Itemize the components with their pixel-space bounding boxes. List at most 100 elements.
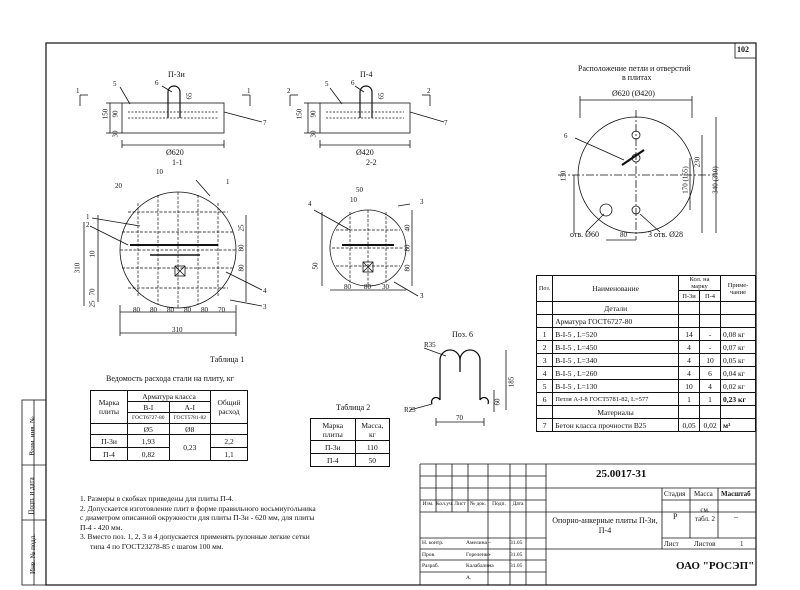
table1-cell: 1,93 bbox=[127, 434, 170, 448]
signature: ~ bbox=[488, 551, 491, 558]
person-name: Гореленко bbox=[466, 551, 490, 558]
spec-h-p4: П-4 bbox=[699, 290, 721, 302]
dim: 90 bbox=[111, 110, 120, 118]
dim: 80 bbox=[403, 244, 412, 252]
table1-caption: Таблица 1 bbox=[210, 355, 245, 364]
stage-value: Р bbox=[673, 512, 678, 521]
note-line: 2. Допускается изготовление плит в форме… bbox=[80, 503, 316, 513]
person-role: Разраб. bbox=[422, 563, 440, 569]
spec-cell: Бетон класса прочности В25 bbox=[552, 418, 679, 432]
dim: 10 bbox=[156, 168, 163, 176]
spec-cell: 0,23 кг bbox=[720, 392, 756, 406]
table2-cell: П-3и bbox=[310, 440, 356, 454]
dim: 50 bbox=[311, 262, 320, 270]
titleblock-col: Дата bbox=[512, 501, 524, 507]
dim: 80 bbox=[150, 306, 157, 314]
callout: 3 bbox=[420, 292, 424, 300]
mass-value: см. табл. 2 bbox=[694, 506, 716, 523]
dim: 80 bbox=[184, 306, 191, 314]
signature: ~ bbox=[488, 563, 491, 569]
callout: 5 bbox=[325, 80, 329, 88]
section-label-1-1: 1-1 bbox=[172, 158, 183, 167]
dim: 80 bbox=[133, 306, 140, 314]
loop-title: Поз. 6 bbox=[452, 330, 473, 339]
spec-cell: 1 bbox=[535, 327, 554, 341]
h-stage: Стадия bbox=[664, 490, 686, 498]
titleblock-col: Кол.уч. bbox=[436, 501, 454, 507]
dim: 150 bbox=[101, 108, 110, 120]
table1-h-marka: Марка плиты bbox=[90, 390, 128, 424]
scale-value: – bbox=[734, 512, 738, 521]
section-1-1 bbox=[83, 179, 263, 336]
callout: 6 bbox=[351, 79, 355, 87]
table1-title: Ведомость расхода стали на плиту, кг bbox=[106, 374, 234, 383]
spec-cell: В-I-5 , L=130 bbox=[552, 379, 679, 393]
spec-cell: 3 bbox=[535, 353, 554, 367]
note-line: П-4 - 420 мм. bbox=[80, 522, 123, 532]
callout: 7 bbox=[444, 119, 448, 127]
note-line: типа 4 по ГОСТ23278-85 с шагом 100 мм. bbox=[90, 541, 224, 551]
dim: 80 bbox=[620, 231, 627, 239]
dim: 40 bbox=[403, 224, 412, 232]
dim: 10 bbox=[350, 196, 357, 204]
cut-mark: 2 bbox=[287, 87, 291, 95]
spec-cell: 4 bbox=[699, 379, 721, 393]
person-role: Пров. bbox=[422, 551, 436, 558]
table2-cell: П-4 bbox=[310, 453, 356, 467]
note-line: 1. Размеры в скобках приведены для плиты… bbox=[80, 494, 234, 503]
spec-cell: 0,05 кг bbox=[720, 353, 756, 367]
dim: R25 bbox=[404, 406, 416, 414]
sheet-number: 102 bbox=[737, 45, 749, 54]
dim: 80 bbox=[201, 306, 208, 314]
spec-cell: 4 bbox=[678, 366, 700, 380]
person-role: Н. контр. bbox=[422, 540, 444, 546]
table2-cell: 110 bbox=[354, 440, 391, 454]
dim: 30 bbox=[309, 130, 318, 138]
sheet-frame bbox=[45, 42, 757, 586]
table1-h-d5: Ø5 bbox=[127, 423, 170, 435]
note-line: с диаметром описанной окружности для пли… bbox=[80, 513, 315, 522]
spec-cell: 0,07 кг bbox=[720, 340, 756, 354]
callout: 1 bbox=[86, 213, 90, 221]
table1-h-total: Общий расход bbox=[210, 390, 248, 424]
view-title-p4: П-4 bbox=[360, 70, 373, 79]
table1-h-d8: Ø8 bbox=[168, 423, 211, 435]
table1-h-gost2: ГОСТ5781-82 bbox=[168, 412, 211, 424]
side-stamp-label-3: Инв. № подл. bbox=[28, 534, 37, 574]
dim: 10 bbox=[88, 250, 97, 258]
spec-section-details: Детали bbox=[552, 301, 679, 315]
person-name: Амелина bbox=[466, 540, 487, 546]
spec-cell: 1 bbox=[699, 392, 721, 406]
titleblock-col: Лист bbox=[454, 501, 466, 507]
dim: 60 bbox=[493, 398, 502, 406]
callout: 3 bbox=[263, 303, 267, 311]
spec-cell: 10 bbox=[699, 353, 721, 367]
doc-name: Опорно-анкерные плиты П-3и, П-4 bbox=[552, 516, 658, 535]
plate-p4-elevation bbox=[289, 85, 445, 148]
hole-label-28: 3 отв. Ø28 bbox=[648, 230, 683, 239]
doc-code: 25.0017-31 bbox=[596, 468, 647, 480]
callout: 2 bbox=[86, 221, 90, 229]
side-stamp-label-1: Взам. инв. № bbox=[28, 416, 37, 456]
callout: 6 bbox=[155, 79, 159, 87]
spec-cell: - bbox=[699, 327, 721, 341]
spec-cell: 10 bbox=[678, 379, 700, 393]
dim: 90 bbox=[309, 110, 318, 118]
dim: 25 bbox=[237, 224, 246, 232]
dim: R35 bbox=[424, 341, 436, 349]
dim-dia620: Ø620 bbox=[166, 148, 184, 157]
dim: 80 bbox=[344, 283, 351, 291]
spec-h-kol: Кол. на марку bbox=[678, 275, 721, 291]
table1-cell: П-3и bbox=[90, 434, 128, 448]
spec-h-pos: Поз. bbox=[535, 275, 554, 302]
spec-cell: 4 bbox=[678, 340, 700, 354]
cut-mark: 1 bbox=[247, 87, 251, 95]
dim: 170 (155) bbox=[681, 166, 690, 194]
dim: 20 bbox=[115, 182, 122, 190]
title-block-lines bbox=[419, 463, 756, 585]
dim-dia420: Ø420 bbox=[356, 148, 374, 157]
table2-h-marka: Марка плиты bbox=[310, 418, 356, 441]
table2-cell: 50 bbox=[354, 453, 391, 467]
spec-cell: 6 bbox=[699, 366, 721, 380]
